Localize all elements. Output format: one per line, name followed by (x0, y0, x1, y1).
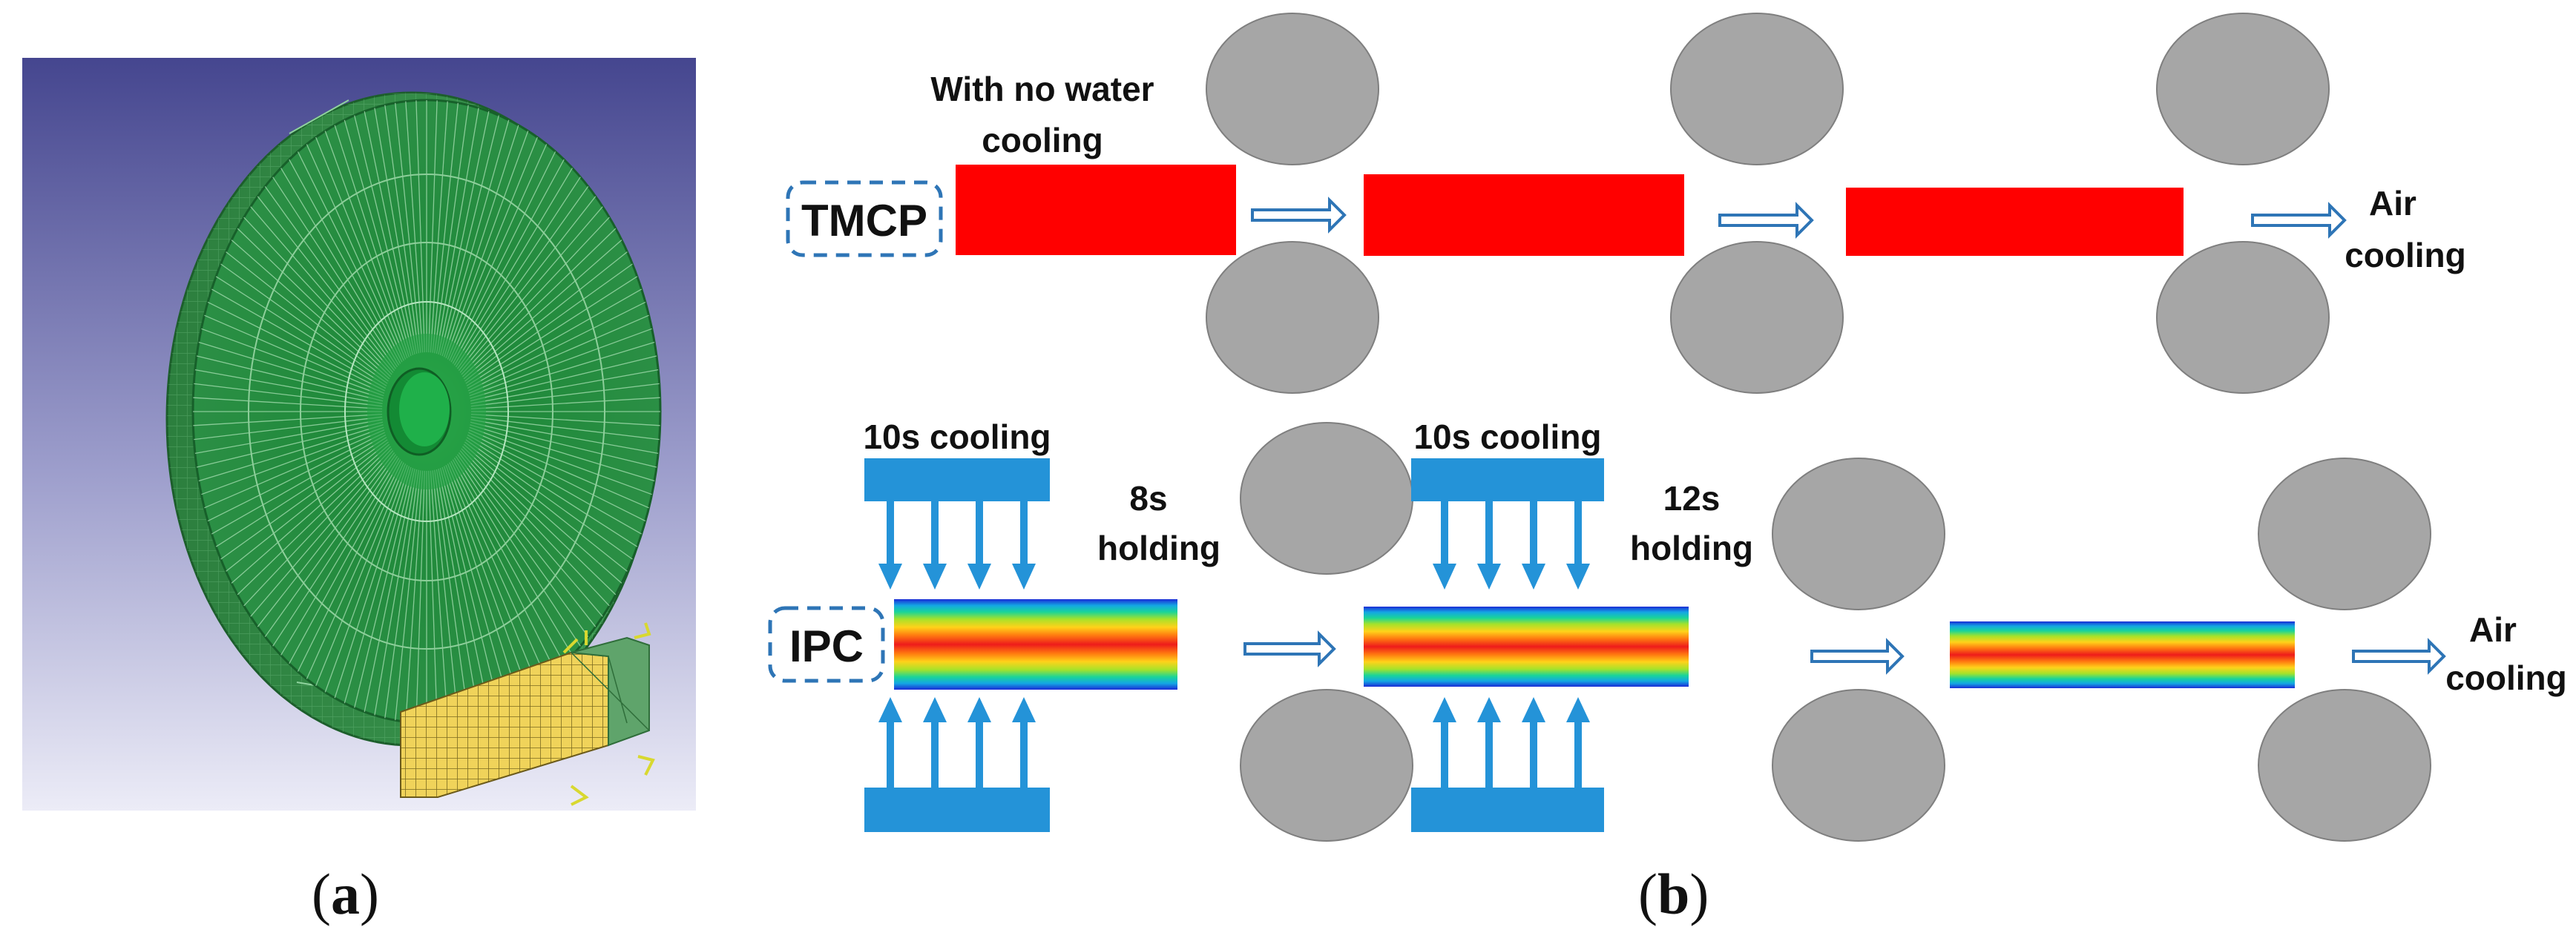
tmcp-end-line2: cooling (2345, 236, 2466, 274)
tmcp-flow-arrow-1 (1251, 197, 1347, 234)
tmcp-note-line1: With no water (930, 70, 1154, 108)
ipc-holding-1-line1: 8s (1129, 479, 1167, 518)
svg-text:(b): (b) (1638, 862, 1709, 926)
tmcp-roll-bottom-2 (1670, 241, 1844, 394)
ipc-nozzle-top-2 (1411, 458, 1604, 590)
panel-a-fem-mesh-image (22, 58, 696, 811)
tmcp-roll-top-2 (1670, 13, 1844, 165)
tmcp-note-line2: cooling (982, 121, 1103, 159)
ipc-roll-top-3 (2258, 458, 2431, 610)
ipc-roll-bottom-3 (2258, 689, 2431, 842)
ipc-cooling-2-label: 10s cooling (1413, 418, 1601, 456)
roll-mesh-model (165, 91, 662, 747)
ipc-end-line2: cooling (2445, 659, 2567, 697)
ipc-tag: IPC (789, 621, 864, 671)
tmcp-roll-bottom-1 (1206, 241, 1379, 394)
panel-b-process-diagram: TMCP With no water cooling Air cooling I… (768, 13, 2567, 842)
ipc-flow-arrow-1 (1243, 630, 1336, 667)
ipc-roll-bottom-2 (1772, 689, 1945, 842)
ipc-row: IPC 10s cooling (768, 418, 2567, 842)
caption-b-letter: b (1657, 862, 1689, 926)
ipc-slab-1 (894, 599, 1177, 690)
tmcp-slab-2 (1364, 174, 1684, 256)
ipc-holding-2-line1: 12s (1663, 479, 1721, 518)
tmcp-slab-1 (956, 165, 1236, 255)
caption-a-letter: a (331, 862, 360, 926)
tmcp-roll-bottom-3 (2156, 241, 2330, 394)
tmcp-roll-top-3 (2156, 13, 2330, 165)
tmcp-flow-arrow-2 (1718, 202, 1814, 239)
workpiece-mesh (400, 622, 655, 806)
ipc-nozzle-top-1 (864, 458, 1050, 590)
ipc-roll-top-1 (1240, 422, 1413, 575)
ipc-slab-3 (1950, 621, 2295, 688)
ipc-nozzle-bottom-2 (1411, 697, 1604, 832)
tmcp-end-line1: Air (2369, 184, 2416, 222)
tmcp-roll-top-1 (1206, 13, 1379, 165)
ipc-flow-arrow-2 (1810, 638, 1905, 675)
ipc-cooling-1-label: 10s cooling (863, 418, 1051, 456)
ipc-flow-arrow-3 (2352, 638, 2446, 675)
ipc-holding-2-line2: holding (1630, 529, 1753, 567)
caption-a: (a) (312, 862, 379, 926)
ipc-tag-box (768, 606, 885, 683)
tmcp-tag: TMCP (801, 196, 927, 245)
ipc-roll-bottom-1 (1240, 689, 1413, 842)
tmcp-slab-3 (1846, 188, 2184, 256)
ipc-end-line1: Air (2469, 610, 2517, 649)
tmcp-row: TMCP With no water cooling Air cooling (786, 13, 2466, 394)
ipc-holding-1-line2: holding (1097, 529, 1220, 567)
tmcp-tag-box (786, 180, 943, 257)
ipc-slab-2 (1364, 607, 1689, 687)
svg-text:(a): (a) (312, 862, 379, 926)
ipc-roll-top-2 (1772, 458, 1945, 610)
ipc-nozzle-bottom-1 (864, 697, 1050, 832)
tmcp-flow-arrow-3 (2251, 202, 2347, 239)
caption-b: (b) (1638, 862, 1709, 926)
